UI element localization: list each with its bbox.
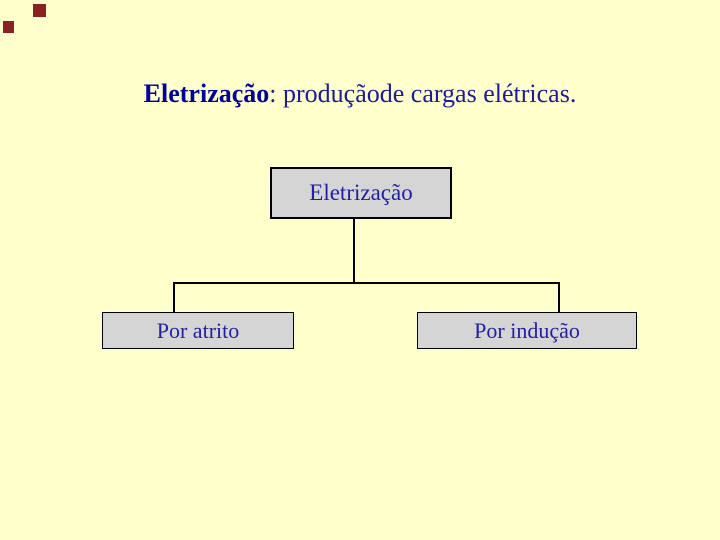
slide-title-keyword: Eletrização bbox=[143, 79, 270, 108]
diagram-node-por-atrito-label: Por atrito bbox=[156, 317, 240, 343]
diagram-node-eletrizacao: Eletrização bbox=[270, 167, 452, 219]
connector-left-drop bbox=[173, 282, 175, 313]
slide-title: Eletrização: produçãode cargas elétricas… bbox=[0, 78, 720, 110]
decor-red-square-top bbox=[33, 4, 46, 17]
diagram-node-eletrizacao-label: Eletrização bbox=[309, 180, 413, 205]
connector-right-drop bbox=[558, 282, 560, 313]
slide-title-rest: : produçãode cargas elétricas. bbox=[269, 79, 577, 108]
decor-red-square-left bbox=[3, 21, 14, 33]
diagram-node-por-inducao: Por indução bbox=[417, 312, 637, 349]
connector-horizontal-rail bbox=[173, 282, 560, 284]
diagram-node-por-atrito: Por atrito bbox=[102, 312, 294, 349]
connector-root-vertical bbox=[353, 218, 355, 284]
diagram-node-por-inducao-label: Por indução bbox=[474, 317, 580, 343]
